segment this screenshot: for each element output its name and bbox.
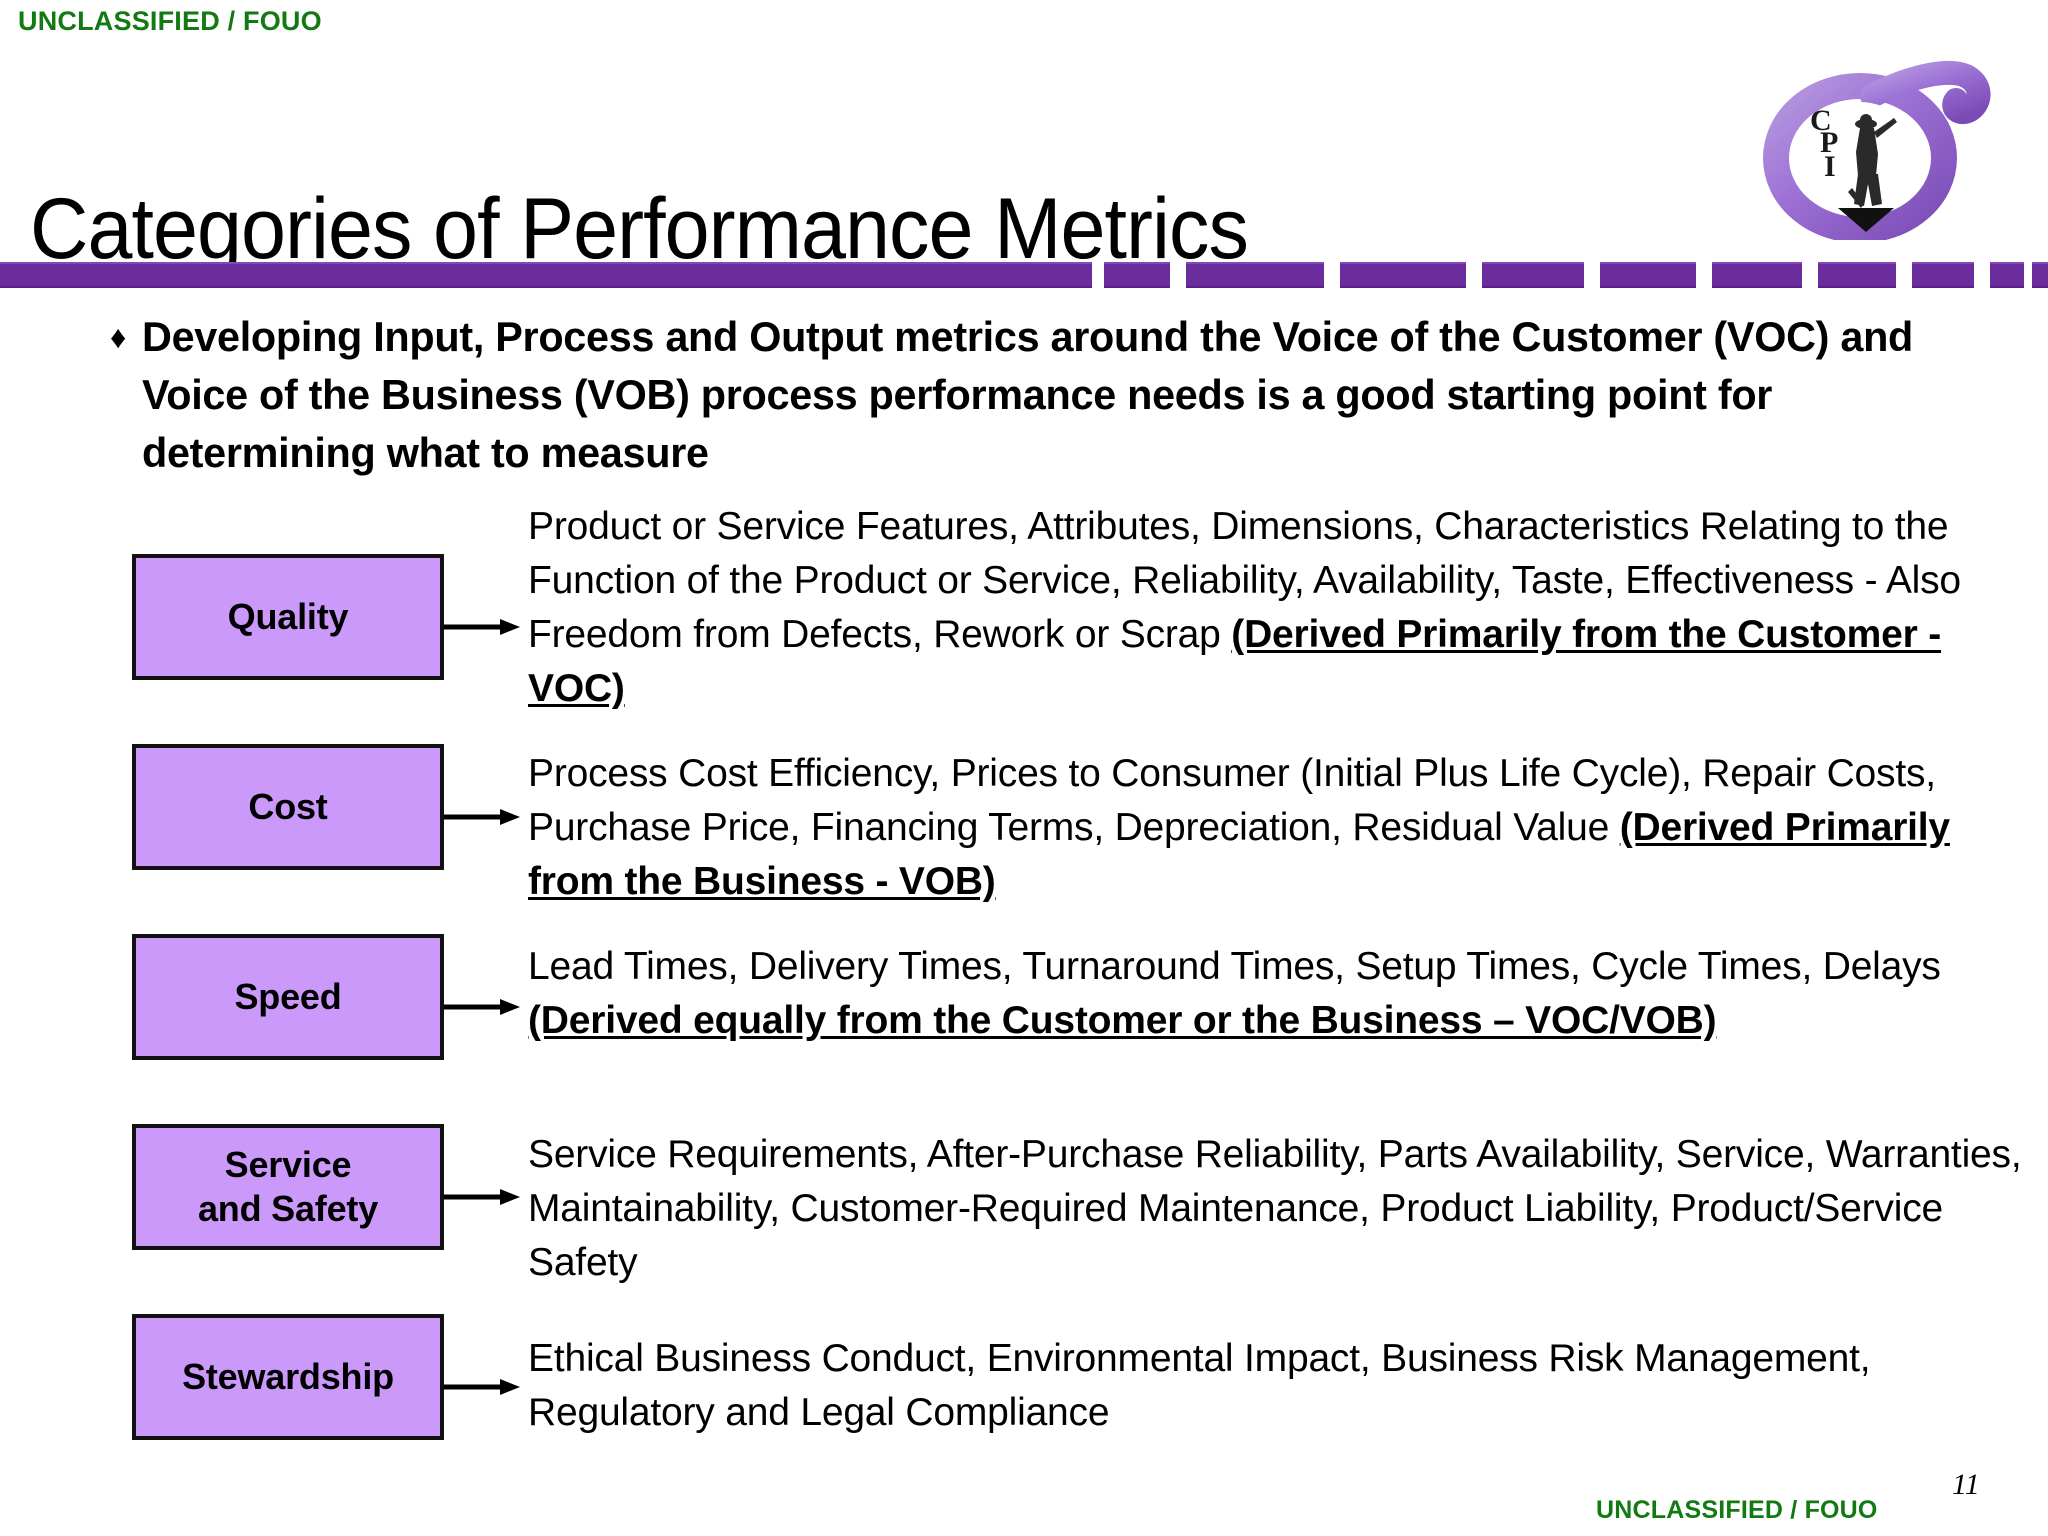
arrow-icon-cost xyxy=(444,806,522,828)
category-box-cost[interactable]: Cost xyxy=(132,744,444,870)
cpi-sigma-logo: C P I xyxy=(1760,58,2000,240)
arrow-icon-quality xyxy=(444,616,522,638)
svg-text:I: I xyxy=(1824,150,1836,183)
divider-dash-10 xyxy=(2032,262,2048,288)
divider-dash-9 xyxy=(1990,262,2024,288)
divider-dash-2 xyxy=(1186,262,1324,288)
divider-dash-6 xyxy=(1712,262,1802,288)
arrow-icon-stewardship xyxy=(444,1376,522,1398)
classification-banner-bottom: UNCLASSIFIED / FOUO xyxy=(1596,1496,1878,1524)
page-number: 11 xyxy=(1952,1468,1980,1501)
divider-dash-7 xyxy=(1818,262,1896,288)
bullet-block: ♦ Developing Input, Process and Output m… xyxy=(110,308,1950,482)
category-label-quality: Quality xyxy=(227,596,349,637)
category-label-cost: Cost xyxy=(248,786,328,827)
category-label-speed: Speed xyxy=(234,976,342,1017)
divider-dash-3 xyxy=(1340,262,1466,288)
category-box-stewardship[interactable]: Stewardship xyxy=(132,1314,444,1440)
category-label-stewardship: Stewardship xyxy=(182,1356,394,1397)
arrow-icon-service-and-safety xyxy=(444,1186,522,1208)
svg-text:C: C xyxy=(1810,104,1832,137)
category-description-cost: Process Cost Efficiency, Prices to Consu… xyxy=(528,752,1950,903)
classification-banner-top: UNCLASSIFIED / FOUO xyxy=(18,6,322,36)
category-description-quality: Product or Service Features, Attributes,… xyxy=(528,505,1961,710)
divider-dash-5 xyxy=(1600,262,1696,288)
category-description-stewardship: Ethical Business Conduct, Environmental … xyxy=(528,1337,1871,1434)
divider-dash-0 xyxy=(0,262,1092,288)
category-box-speed[interactable]: Speed xyxy=(132,934,444,1060)
title-divider-bar xyxy=(0,262,2048,288)
svg-text:P: P xyxy=(1820,126,1838,159)
bullet-text: Developing Input, Process and Output met… xyxy=(142,313,1914,476)
divider-dash-8 xyxy=(1912,262,1974,288)
category-description-speed: Lead Times, Delivery Times, Turnaround T… xyxy=(528,945,1941,1042)
divider-dash-1 xyxy=(1104,262,1170,288)
category-box-quality[interactable]: Quality xyxy=(132,554,444,680)
divider-dash-4 xyxy=(1482,262,1584,288)
bullet-row: ♦ Developing Input, Process and Output m… xyxy=(110,308,1950,482)
page-title: Categories of Performance Metrics xyxy=(30,180,1249,277)
diamond-bullet-icon: ♦ xyxy=(110,319,127,355)
category-description-service-and-safety: Service Requirements, After-Purchase Rel… xyxy=(528,1133,2022,1284)
arrow-icon-speed xyxy=(444,996,522,1018)
